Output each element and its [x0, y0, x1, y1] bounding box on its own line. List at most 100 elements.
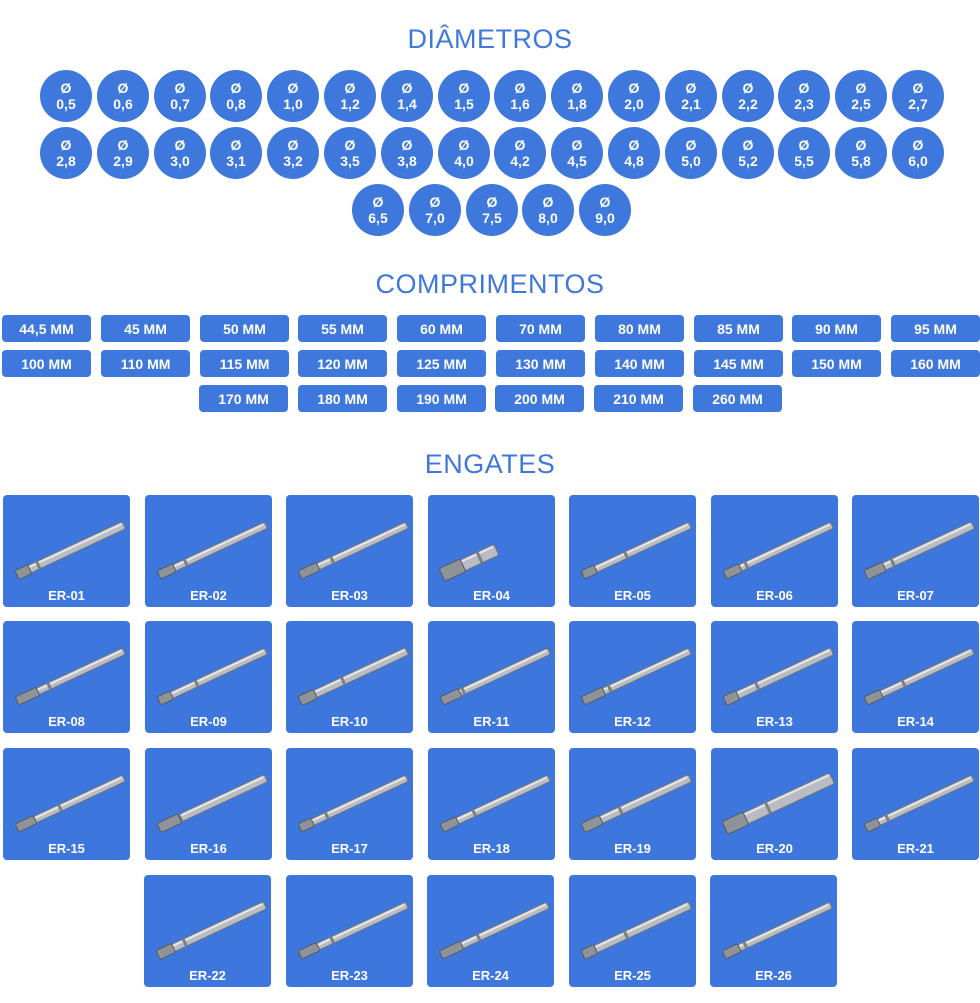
- engate-card[interactable]: ER-17: [286, 748, 413, 860]
- engate-card[interactable]: ER-19: [569, 748, 696, 860]
- comprimento-button[interactable]: 190 MM: [397, 385, 486, 412]
- comprimento-button[interactable]: 260 MM: [693, 385, 782, 412]
- engate-card[interactable]: ER-06: [711, 495, 838, 607]
- engate-card[interactable]: ER-23: [286, 875, 413, 987]
- comprimento-button[interactable]: 115 MM: [200, 350, 289, 377]
- comprimento-button[interactable]: 120 MM: [298, 350, 387, 377]
- comprimento-button[interactable]: 90 MM: [792, 315, 881, 342]
- comprimento-button[interactable]: 130 MM: [496, 350, 585, 377]
- diameter-symbol: Ø: [855, 137, 867, 153]
- engate-card[interactable]: ER-25: [569, 875, 696, 987]
- diameter-symbol: Ø: [628, 80, 640, 96]
- metal-shaft-icon: [439, 544, 499, 582]
- engate-card[interactable]: ER-04: [428, 495, 555, 607]
- engate-card[interactable]: ER-24: [427, 875, 554, 987]
- engate-card[interactable]: ER-14: [852, 621, 979, 733]
- comprimento-button[interactable]: 44,5 MM: [2, 315, 91, 342]
- comprimento-button[interactable]: 200 MM: [495, 385, 584, 412]
- comprimento-button[interactable]: 95 MM: [891, 315, 980, 342]
- comprimento-button[interactable]: 180 MM: [298, 385, 387, 412]
- comprimento-button[interactable]: 110 MM: [101, 350, 190, 377]
- engate-card[interactable]: ER-21: [852, 748, 979, 860]
- comprimento-button[interactable]: 160 MM: [891, 350, 980, 377]
- comprimento-button[interactable]: 150 MM: [792, 350, 881, 377]
- comprimento-button[interactable]: 50 MM: [200, 315, 289, 342]
- comprimento-button[interactable]: 125 MM: [397, 350, 486, 377]
- engate-card[interactable]: ER-12: [569, 621, 696, 733]
- comprimento-button[interactable]: 210 MM: [594, 385, 683, 412]
- comprimento-button[interactable]: 45 MM: [101, 315, 190, 342]
- engate-card[interactable]: ER-08: [3, 621, 130, 733]
- engate-card[interactable]: ER-11: [428, 621, 555, 733]
- engate-card[interactable]: ER-20: [711, 748, 838, 860]
- metal-shaft-icon: [723, 647, 834, 706]
- engate-card[interactable]: ER-16: [145, 748, 272, 860]
- engate-card[interactable]: ER-15: [3, 748, 130, 860]
- comprimento-button[interactable]: 100 MM: [2, 350, 91, 377]
- metal-shaft-icon: [15, 648, 126, 705]
- engate-card[interactable]: ER-10: [286, 621, 413, 733]
- engate-card[interactable]: ER-01: [3, 495, 130, 607]
- comprimento-button[interactable]: 170 MM: [199, 385, 288, 412]
- engate-label: ER-11: [473, 714, 510, 729]
- diametro-value: 1,4: [397, 96, 417, 112]
- comprimento-button[interactable]: 80 MM: [595, 315, 684, 342]
- metal-shaft-icon: [157, 522, 268, 579]
- diameter-symbol: Ø: [458, 80, 470, 96]
- engate-card[interactable]: ER-13: [711, 621, 838, 733]
- metal-shaft-icon: [440, 775, 551, 832]
- engate-card[interactable]: ER-05: [569, 495, 696, 607]
- engate-card[interactable]: ER-22: [144, 875, 271, 987]
- engate-card[interactable]: ER-09: [145, 621, 272, 733]
- comprimento-button[interactable]: 85 MM: [694, 315, 783, 342]
- comprimento-button[interactable]: 60 MM: [397, 315, 486, 342]
- engate-card[interactable]: ER-07: [852, 495, 979, 607]
- engate-card[interactable]: ER-18: [428, 748, 555, 860]
- engate-card[interactable]: ER-02: [145, 495, 272, 607]
- engate-card[interactable]: ER-03: [286, 495, 413, 607]
- engate-label: ER-24: [472, 968, 509, 983]
- engate-card[interactable]: ER-26: [710, 875, 837, 987]
- comprimento-button[interactable]: 145 MM: [694, 350, 783, 377]
- comprimento-button[interactable]: 70 MM: [496, 315, 585, 342]
- comprimento-button[interactable]: 55 MM: [298, 315, 387, 342]
- comprimento-button[interactable]: 140 MM: [595, 350, 684, 377]
